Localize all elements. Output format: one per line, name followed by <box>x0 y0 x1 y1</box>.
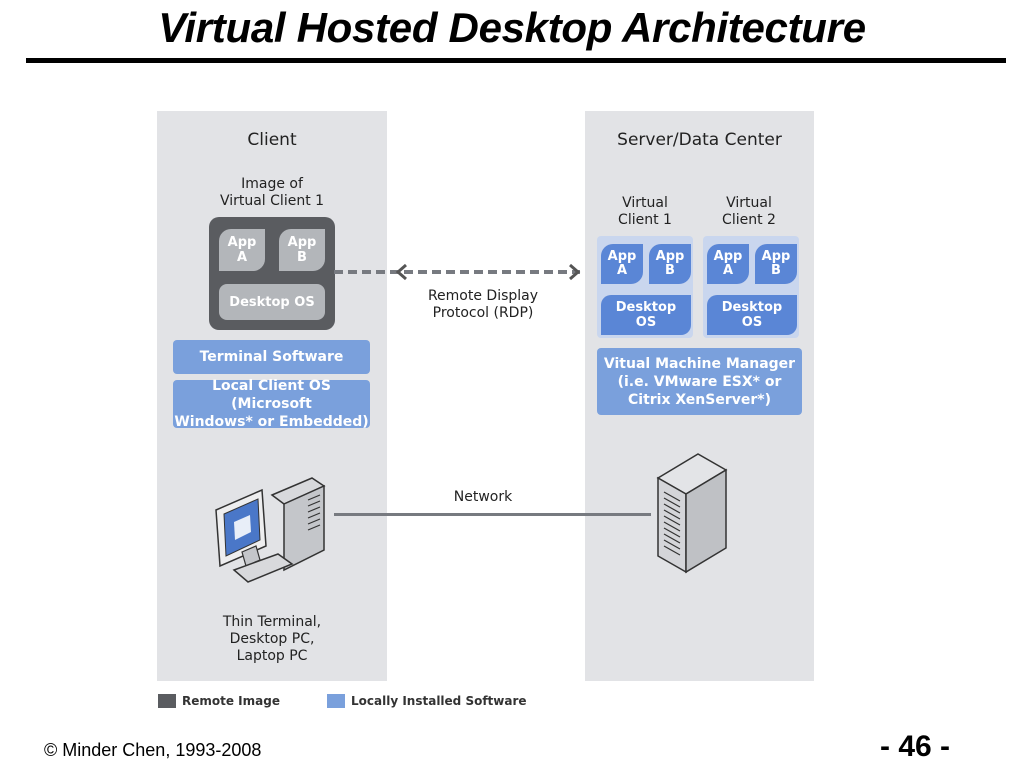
client-desktop-os: Desktop OS <box>219 284 325 320</box>
local-client-os-bar: Local Client OS (Microsoft Windows* or E… <box>173 378 370 430</box>
client-app-a: App A <box>219 229 265 271</box>
virtual-client-2-label: Virtual Client 2 <box>722 195 776 228</box>
vc2-app-a: App A <box>707 244 749 284</box>
legend-local-software-swatch <box>327 694 345 708</box>
vc2-desktop-os: Desktop OS <box>707 295 797 335</box>
legend-local-software-label: Locally Installed Software <box>351 694 527 708</box>
vc1-app-b: App B <box>649 244 691 284</box>
terminal-software-bar: Terminal Software <box>173 340 370 374</box>
image-of-virtual-client-label: Image of Virtual Client 1 <box>219 176 325 209</box>
client-app-b: App B <box>279 229 325 271</box>
server-heading: Server/Data Center <box>617 130 782 150</box>
title-divider <box>26 58 1006 63</box>
client-heading: Client <box>247 130 297 150</box>
vc1-app-a: App A <box>601 244 643 284</box>
network-label: Network <box>453 489 513 505</box>
legend-remote-image-label: Remote Image <box>182 694 280 708</box>
network-line <box>334 513 651 516</box>
client-device-label: Thin Terminal, Desktop PC, Laptop PC <box>222 614 322 664</box>
desktop-pc-icon <box>215 477 326 583</box>
rdp-connection <box>334 263 581 281</box>
virtual-client-1-label: Virtual Client 1 <box>618 195 672 228</box>
page-title: Virtual Hosted Desktop Architecture <box>158 4 866 51</box>
page-number: - 46 - <box>880 730 951 763</box>
vc1-desktop-os: Desktop OS <box>601 295 691 335</box>
virtual-machine-manager-bar: Vitual Machine Manager (i.e. VMware ESX*… <box>597 348 802 415</box>
rdp-label: Remote Display Protocol (RDP) <box>427 288 539 321</box>
legend-remote-image-swatch <box>158 694 176 708</box>
copyright: © Minder Chen, 1993-2008 <box>44 740 262 760</box>
vc2-app-b: App B <box>755 244 797 284</box>
server-icon <box>656 453 728 574</box>
